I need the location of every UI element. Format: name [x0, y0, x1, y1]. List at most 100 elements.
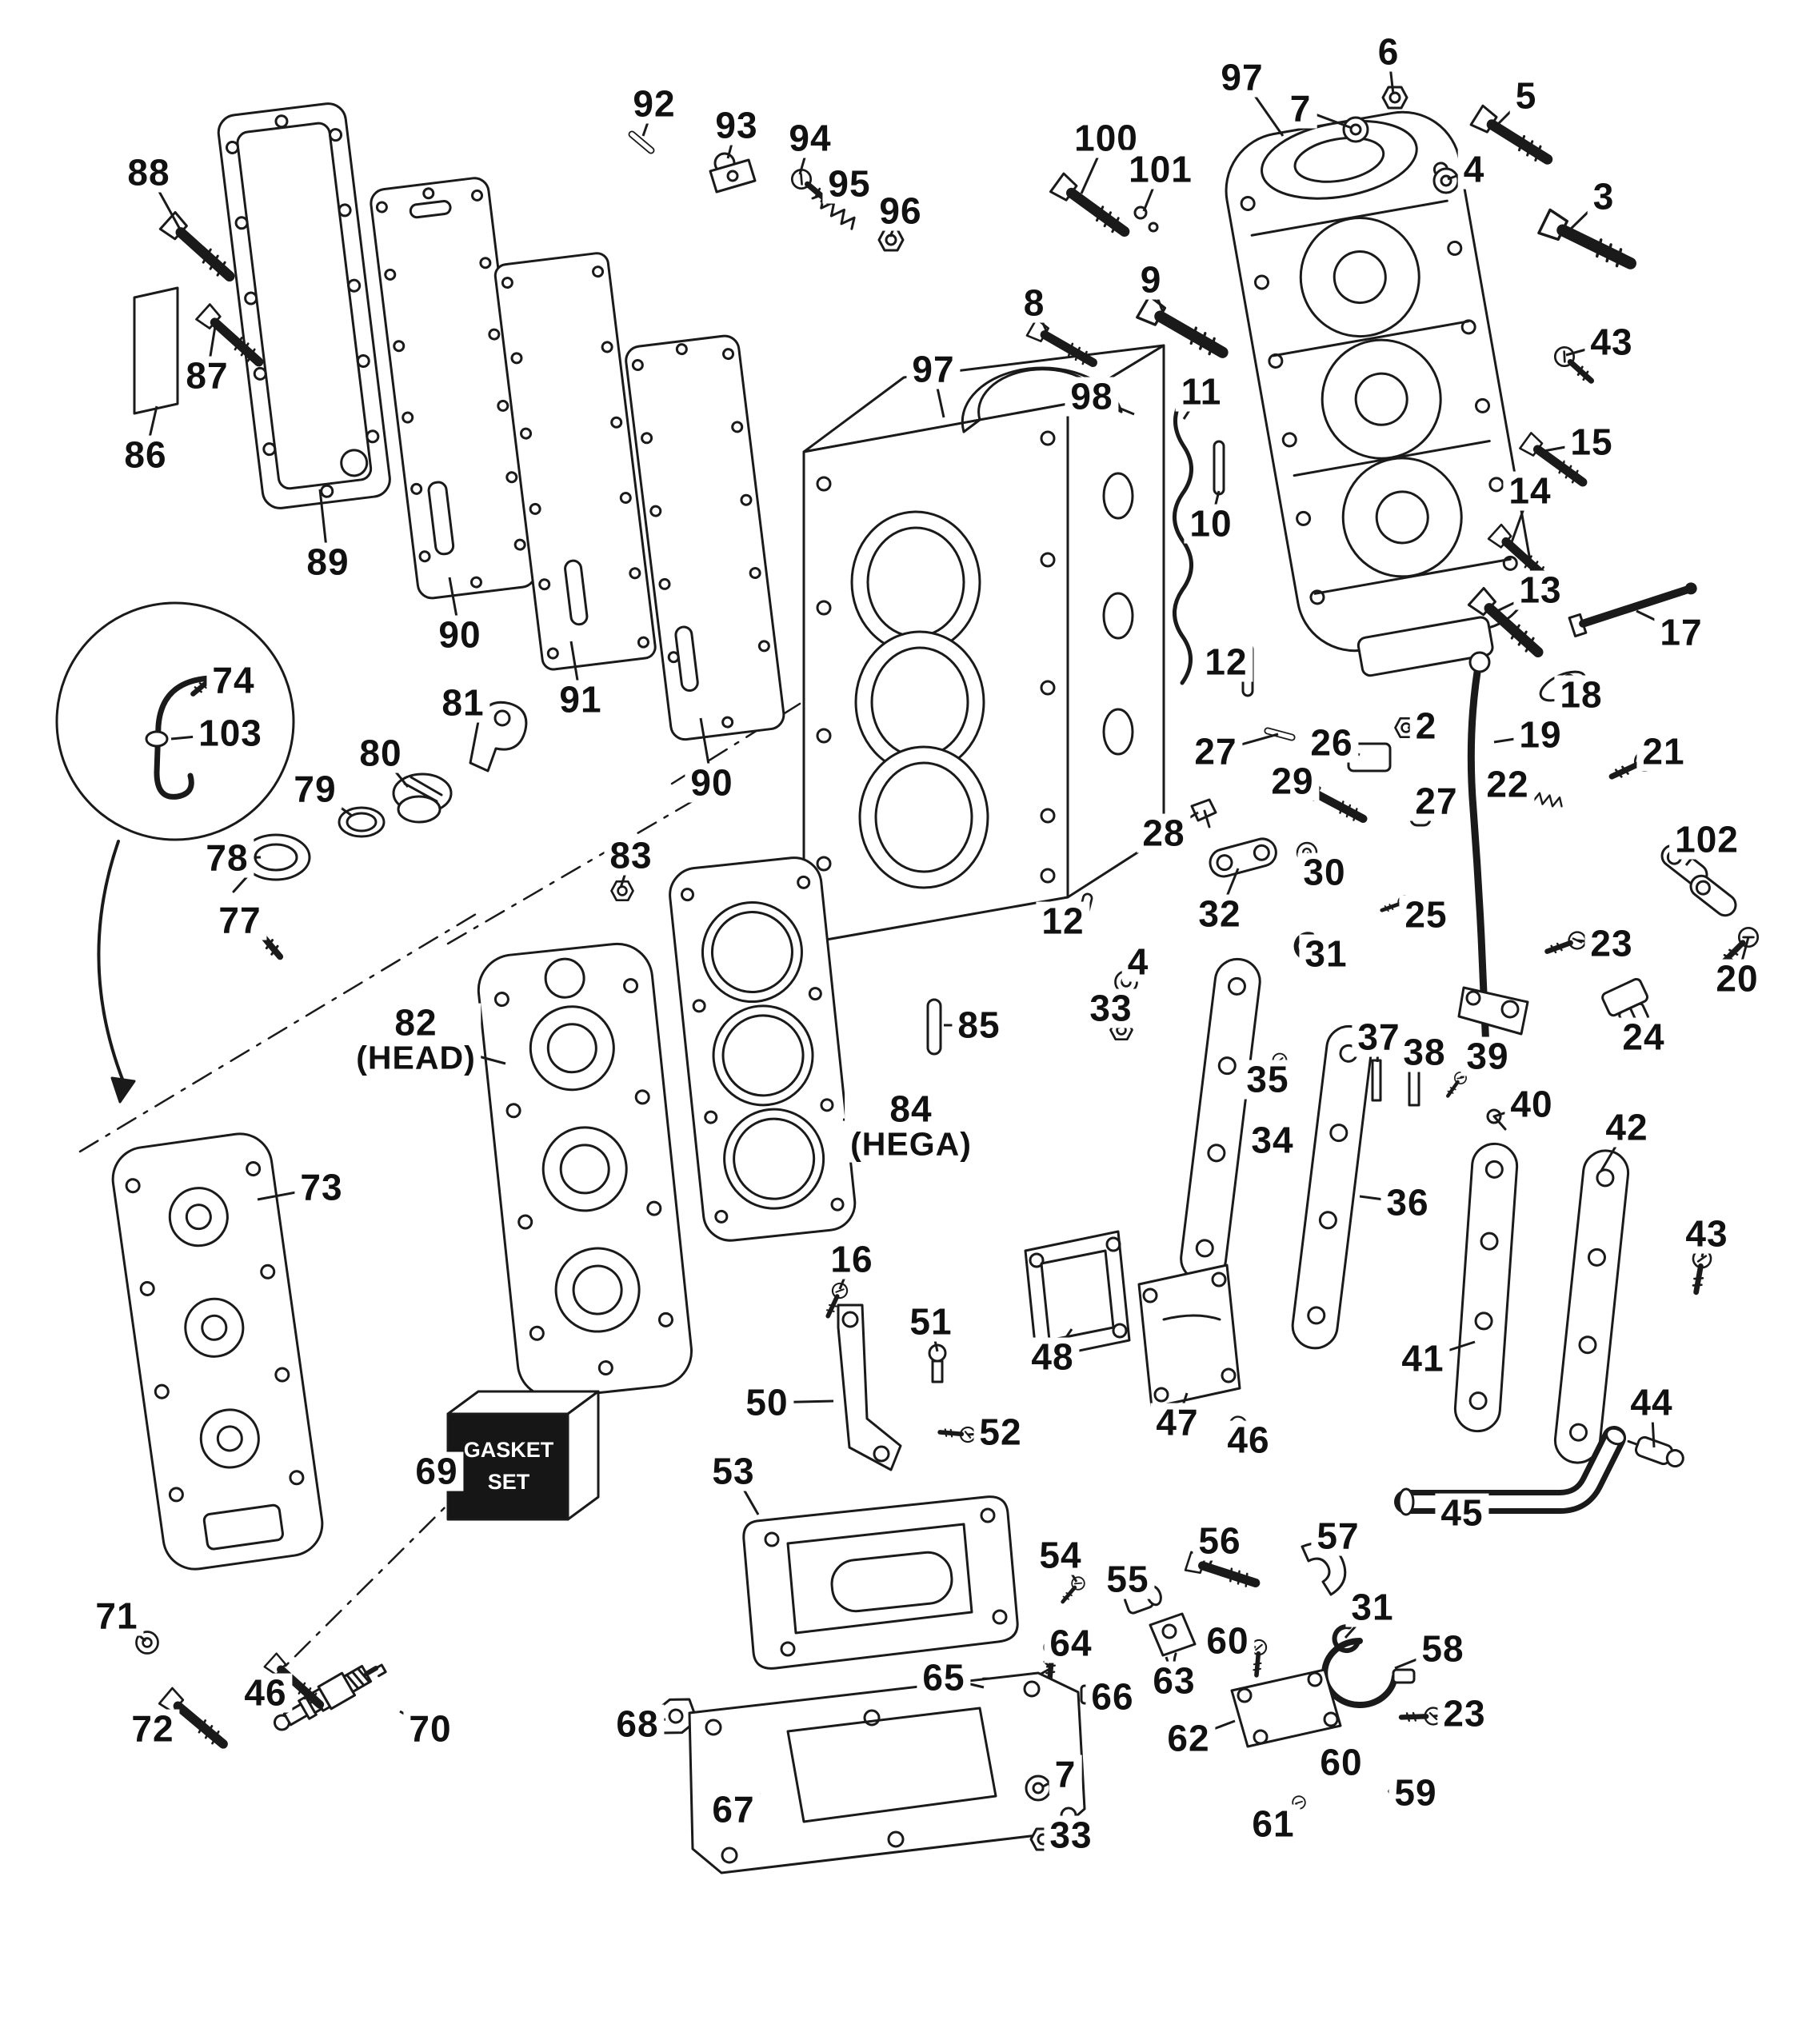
callout-number: 22 [1486, 763, 1529, 805]
key-glyph [1190, 798, 1217, 828]
callout-33: 33 [1044, 1814, 1098, 1856]
cover-plate [1137, 1264, 1241, 1409]
callout-number: 31 [1305, 932, 1348, 975]
callout-62: 62 [1161, 1719, 1216, 1759]
callout-60: 60 [1201, 1619, 1255, 1662]
callout-53: 53 [706, 1451, 761, 1491]
callout-number: 7 [1054, 1753, 1077, 1795]
callout-38: 38 [1397, 1032, 1452, 1072]
callout-80: 80 [354, 733, 408, 773]
callout-number: 84 [889, 1088, 933, 1130]
callout-21: 21 [1636, 730, 1691, 772]
callout-number: 81 [442, 681, 485, 724]
callout-68: 68 [610, 1704, 665, 1744]
callout-number: 94 [789, 117, 832, 159]
callout-66: 66 [1085, 1675, 1140, 1718]
callout-number: 88 [127, 151, 170, 194]
callout-number: 55 [1106, 1558, 1149, 1600]
callout-number: 40 [1510, 1083, 1553, 1125]
callout-number: 33 [1049, 1814, 1093, 1856]
callout-number: 102 [1675, 818, 1739, 860]
callout-55: 55 [1101, 1558, 1155, 1600]
callout-72: 72 [126, 1707, 180, 1750]
callout-number: 46 [244, 1671, 287, 1714]
callout-24: 24 [1616, 1017, 1671, 1057]
callout-70: 70 [403, 1709, 457, 1749]
callout-31: 31 [1345, 1587, 1400, 1627]
callout-number: 52 [979, 1411, 1022, 1453]
fitting-glyph [709, 152, 757, 194]
callout-101: 101 [1123, 150, 1198, 190]
callout-number: 90 [438, 613, 481, 656]
callout-number: 23 [1590, 922, 1633, 964]
callout-number: 72 [131, 1707, 174, 1750]
callout-number: 67 [712, 1788, 755, 1830]
callout-12: 12 [1036, 900, 1090, 942]
callout-number: 37 [1357, 1016, 1400, 1058]
callout-32: 32 [1193, 894, 1247, 934]
head-gasket [669, 856, 857, 1242]
callout-number: 30 [1303, 851, 1346, 893]
callout-number: 95 [828, 162, 871, 205]
callout-12: 12 [1199, 641, 1253, 683]
callout-number: 18 [1560, 673, 1603, 716]
callout-23: 23 [1584, 922, 1639, 964]
callout-number: 71 [95, 1595, 138, 1637]
callout-number: 20 [1716, 957, 1759, 1000]
callout-18: 18 [1554, 673, 1608, 716]
callout-29: 29 [1265, 761, 1320, 801]
callout-94: 94 [783, 117, 837, 159]
washer-glyph [1148, 222, 1159, 233]
callout-number: 86 [124, 433, 167, 476]
callout-number: 3 [1592, 175, 1615, 218]
callout-91: 91 [553, 678, 608, 721]
callout-86: 86 [118, 433, 173, 476]
callout-60: 60 [1314, 1743, 1368, 1783]
callout-7: 7 [1284, 89, 1317, 129]
callout-63: 63 [1147, 1661, 1201, 1701]
callout-number: 90 [690, 761, 733, 804]
callout-number: 16 [830, 1238, 873, 1280]
callout-number: 85 [957, 1004, 1001, 1046]
callout-number: 12 [1205, 641, 1248, 683]
callout-number: 91 [559, 678, 602, 721]
callout-78: 78 [200, 838, 254, 878]
callout-number: 92 [633, 82, 676, 125]
callout-102: 102 [1669, 820, 1744, 860]
callout-35: 35 [1241, 1060, 1295, 1100]
callout-number: 33 [1089, 987, 1133, 1029]
callout-30: 30 [1297, 851, 1352, 893]
callout-number: 57 [1317, 1515, 1360, 1557]
tag-plate [133, 286, 179, 415]
callout-number: 11 [1181, 370, 1222, 413]
callout-28: 28 [1137, 813, 1191, 853]
callout-number: 93 [715, 104, 758, 146]
callout-43: 43 [1680, 1214, 1734, 1254]
callout-97: 97 [906, 349, 961, 389]
callout-number: 66 [1091, 1675, 1134, 1718]
callout-number: 13 [1519, 569, 1562, 611]
callout-number: 97 [1221, 56, 1264, 98]
callout-26: 26 [1305, 723, 1359, 763]
callout-number: 59 [1394, 1771, 1437, 1814]
callout-8: 8 [1017, 283, 1051, 323]
port-cover [1553, 1149, 1630, 1464]
callout-48: 48 [1025, 1337, 1080, 1377]
callout-number: 21 [1642, 730, 1685, 772]
callout-number: 12 [1041, 900, 1085, 942]
callout-number: 27 [1415, 780, 1458, 822]
callout-number: 82 [394, 1001, 438, 1044]
callout-89: 89 [301, 542, 355, 582]
callout-number: 2 [1415, 705, 1437, 747]
cover-gasket-a [370, 177, 537, 600]
callout-number: 77 [218, 899, 262, 941]
callout-number: 69 [415, 1450, 458, 1492]
callout-5: 5 [1509, 76, 1543, 116]
callout-number: 36 [1386, 1181, 1429, 1224]
callout-16: 16 [825, 1238, 879, 1280]
callout-number: 60 [1206, 1619, 1249, 1662]
head-cover [111, 1132, 324, 1571]
cover-gasket-b [625, 334, 785, 741]
stud-glyph [1568, 582, 1697, 638]
callout-87: 87 [180, 356, 234, 396]
